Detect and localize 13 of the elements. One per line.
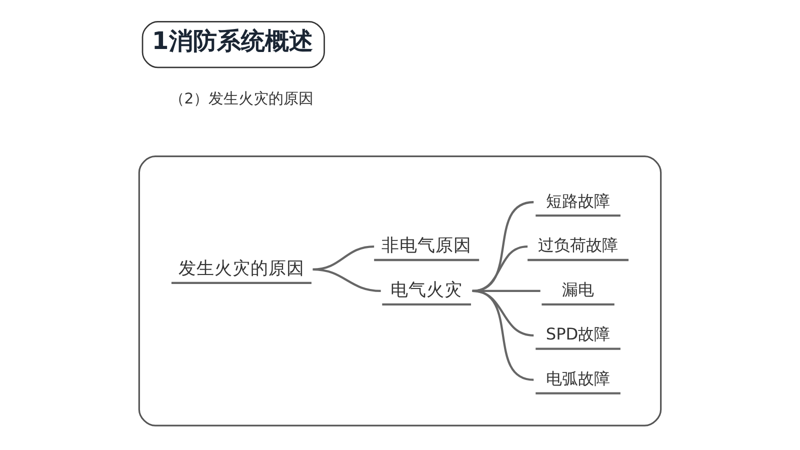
cluster — [138, 156, 662, 426]
node-text: 漏电 — [562, 280, 594, 300]
node-text: 电气火灾 — [390, 280, 463, 301]
node-text: 发生火灾的原因 — [178, 259, 304, 280]
node-text: 电弧故障 — [546, 368, 610, 388]
diagram-title: 1消防系统概述 — [152, 27, 313, 56]
node-text: 短路故障 — [546, 191, 610, 210]
label: （2）发生火灾的原因 — [169, 90, 314, 108]
node-text: 过负荷故障 — [538, 236, 618, 255]
node-text: SPD故障 — [546, 324, 610, 344]
connector — [472, 201, 534, 292]
node-text: 非电气原因 — [382, 236, 472, 256]
connector — [312, 245, 374, 270]
